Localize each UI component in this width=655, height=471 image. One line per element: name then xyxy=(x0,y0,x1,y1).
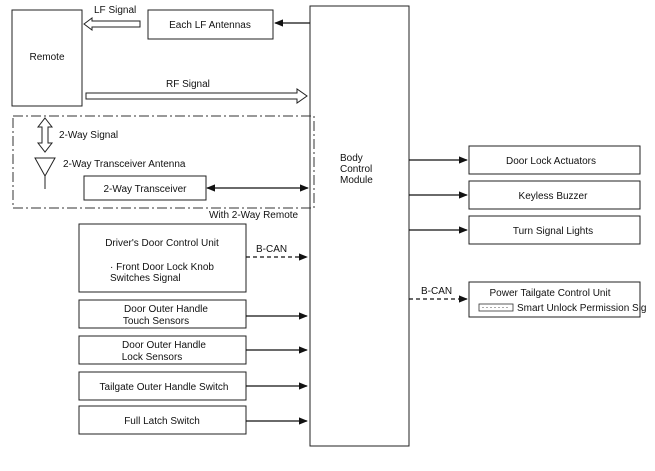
door-outer-touch-box xyxy=(78,299,247,329)
bcm-label-2: Control xyxy=(340,164,372,175)
keyless-buzzer-box xyxy=(468,180,641,210)
bcm-label-3: Module xyxy=(340,175,373,186)
lf-antennas-label: Each LF Antennas xyxy=(169,20,251,31)
remote-box xyxy=(11,9,83,107)
lf-signal-arrow xyxy=(83,17,141,31)
antenna-icon xyxy=(34,157,56,189)
two-way-signal-label: 2-Way Signal xyxy=(59,130,118,141)
two-way-transceiver-label: 2-Way Transceiver xyxy=(104,184,188,195)
turn-signal-lights-label: Turn Signal Lights xyxy=(513,226,593,237)
door-outer-lock-label-1: Door Outer Handle xyxy=(122,340,206,351)
tailgate-switch-label: Tailgate Outer Handle Switch xyxy=(100,382,229,393)
door-lock-actuators-label: Door Lock Actuators xyxy=(506,156,596,167)
two-way-remote-group xyxy=(12,115,315,209)
lf-antennas-box xyxy=(147,9,274,40)
turn-signal-lights-box xyxy=(468,215,641,245)
b-can-left-label: B-CAN xyxy=(256,244,287,255)
with-two-way-remote-label: With 2-Way Remote xyxy=(209,210,299,221)
bcm-box xyxy=(309,5,410,447)
drivers-door-sub-2: Switches Signal xyxy=(110,273,181,284)
door-outer-touch-label-2: Touch Sensors xyxy=(123,316,189,327)
lf-signal-label: LF Signal xyxy=(94,5,136,16)
bcm-label-1: Body xyxy=(340,153,363,164)
two-way-transceiver-box xyxy=(83,175,207,201)
b-can-right-label: B-CAN xyxy=(421,286,452,297)
door-outer-lock-label-2: Lock Sensors xyxy=(122,352,183,363)
drivers-door-control-unit-box xyxy=(78,223,247,293)
drivers-door-control-unit-title: Driver's Door Control Unit xyxy=(105,238,219,249)
remote-label: Remote xyxy=(29,52,64,63)
door-lock-actuators-box xyxy=(468,145,641,175)
rf-signal-arrow xyxy=(85,88,308,104)
power-tailgate-label: Power Tailgate Control Unit xyxy=(490,288,611,299)
tailgate-switch-box xyxy=(78,371,247,401)
keyless-buzzer-label: Keyless Buzzer xyxy=(519,191,589,202)
rf-signal-label: RF Signal xyxy=(166,79,210,90)
full-latch-box xyxy=(78,405,247,435)
two-way-transceiver-antenna-label: 2-Way Transceiver Antenna xyxy=(63,159,186,170)
door-outer-touch-label-1: Door Outer Handle xyxy=(124,304,208,315)
two-way-signal-arrow xyxy=(36,117,54,153)
drivers-door-sub-1: · Front Door Lock Knob xyxy=(110,262,214,273)
full-latch-label: Full Latch Switch xyxy=(124,416,200,427)
smart-unlock-label: Smart Unlock Permission Sig xyxy=(517,303,646,314)
